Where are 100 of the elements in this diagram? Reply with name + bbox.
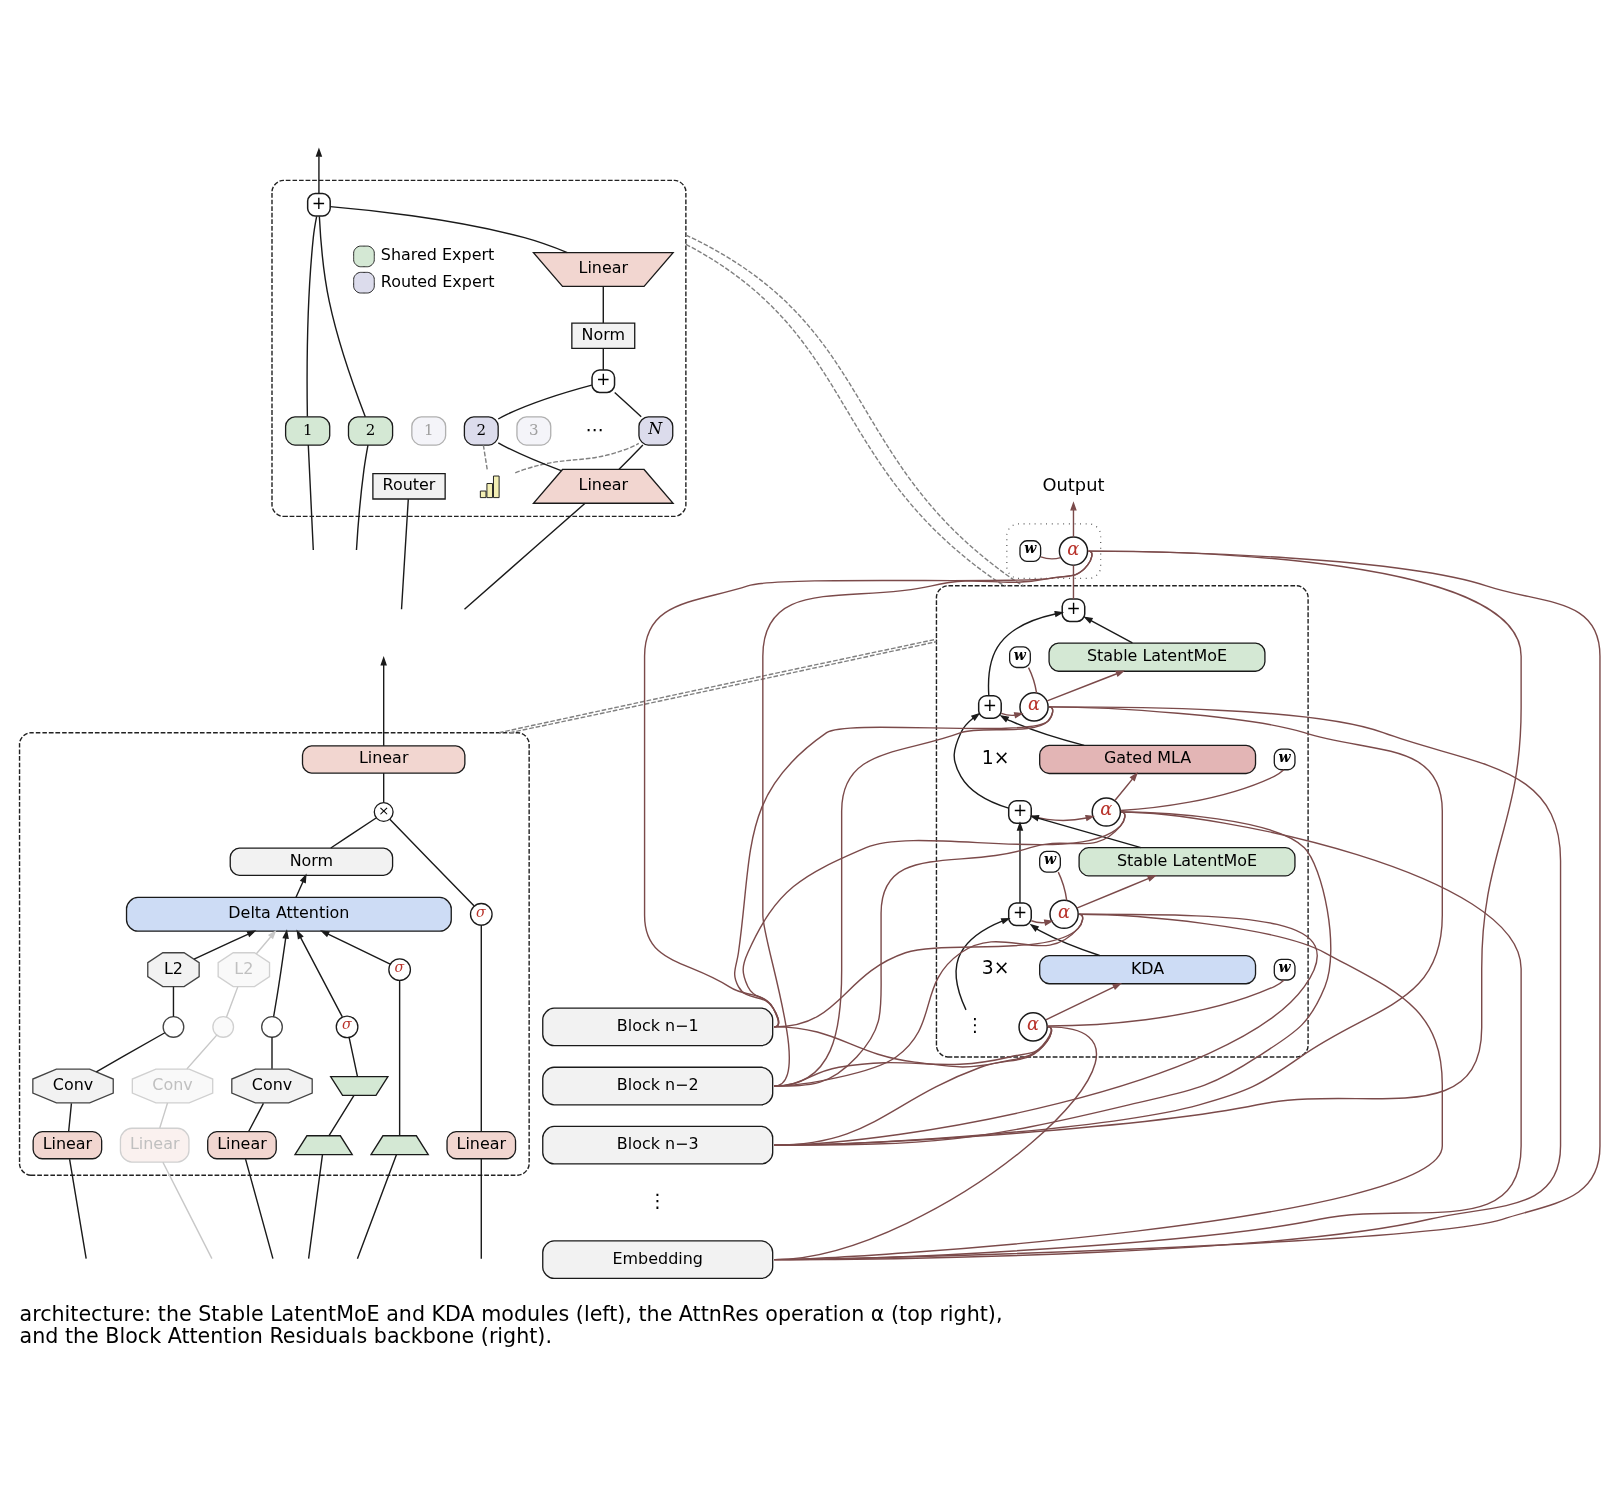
arrow [315,147,323,195]
arrow [380,656,387,747]
connector [773,1026,1096,1261]
node-box: Stable LatentMoE [1078,847,1296,877]
node-circle: α [1018,1012,1048,1042]
node-box: Linear [207,1130,277,1160]
node-text: Output [1042,473,1105,495]
legend-label: Shared Expert [380,245,495,265]
node-box: 3 [516,416,552,446]
connector [1119,769,1285,812]
node-circle: α [1049,899,1079,930]
connector [95,1032,166,1073]
connector [271,1036,273,1070]
arrow [1029,923,1101,957]
connector [67,1102,73,1133]
node-box: Router [372,473,446,500]
node-box: Block n−1 [542,1007,774,1047]
connector [742,811,1126,1028]
node-trapezoid [293,1135,354,1156]
connector [773,811,1126,1087]
cluster [271,179,687,518]
connector [514,442,640,474]
node-circle: × [373,801,394,823]
node-box: Block n−3 [542,1125,774,1165]
connector [1046,979,1285,1027]
connector [618,444,644,471]
connector [1057,871,1068,901]
arrow [955,917,1011,1011]
arrow [193,930,257,960]
arrow [1000,712,1024,719]
connector [762,550,1093,1087]
arrow [255,929,277,955]
connector [773,1026,1053,1146]
node-circle [162,1015,185,1038]
node-box: Block n−2 [542,1066,774,1106]
arrow [296,929,344,1018]
connector [602,285,604,324]
connector [225,985,239,1018]
connector [1027,666,1038,694]
node-box: 1 [411,416,447,446]
node-circle: α [1091,797,1122,827]
cluster [1006,523,1102,579]
connector [247,1102,265,1133]
connector [307,444,314,551]
node-box: Delta Attention [125,896,452,932]
node-box: Stable LatentMoE [1048,642,1266,672]
cluster [18,732,530,1176]
connector [773,913,1084,1087]
connector [356,1153,398,1260]
connector [773,706,1054,1087]
node-box: KDA [1039,954,1257,985]
node-box: Norm [229,847,394,876]
node-box: N [638,416,674,446]
node-trapezoid [369,1135,430,1156]
arrow [320,930,391,965]
connector [602,347,604,371]
connector [773,811,1522,1261]
connector [307,1153,324,1260]
connector [773,913,1318,1146]
legend-label: Routed Expert [380,271,495,291]
node-circle: α [1058,536,1089,566]
connector [400,498,409,610]
label: ⋯ [585,418,605,440]
node-circle: σ [388,958,412,982]
arrow [1045,982,1122,1021]
node-text: ⋮ [966,1014,984,1036]
connector [773,706,1562,1261]
connector [480,1158,482,1260]
connector [773,1026,1053,1087]
node-box: 2 [347,416,394,446]
arrow [953,712,1010,809]
connector [186,1034,218,1070]
arrow [1016,821,1024,904]
node-box: Gated MLA [1039,744,1257,775]
node-box: 2 [463,416,499,446]
connector [68,1158,87,1260]
node-box: Norm [571,322,636,350]
connector [463,502,586,610]
arrow [1070,501,1077,538]
arrow [1114,772,1139,802]
connector [330,817,377,849]
connector [172,986,175,1018]
connector [328,1094,355,1137]
connector [1040,556,1062,560]
connector [318,215,366,418]
connector [773,1026,1052,1068]
node-circle: σ [335,1015,359,1039]
arrow [987,610,1065,697]
node-box: Linear [119,1127,190,1163]
connector [773,550,1522,1146]
node-box: Linear [446,1130,517,1160]
arrow [1046,670,1126,702]
connector [398,979,401,1137]
arrow [1083,616,1134,644]
arrow [1076,875,1157,909]
node-trapezoid [329,1076,390,1097]
label: ⋮ [648,1190,668,1212]
arrow [295,873,307,899]
connector [382,772,385,803]
arrow [1030,814,1095,822]
